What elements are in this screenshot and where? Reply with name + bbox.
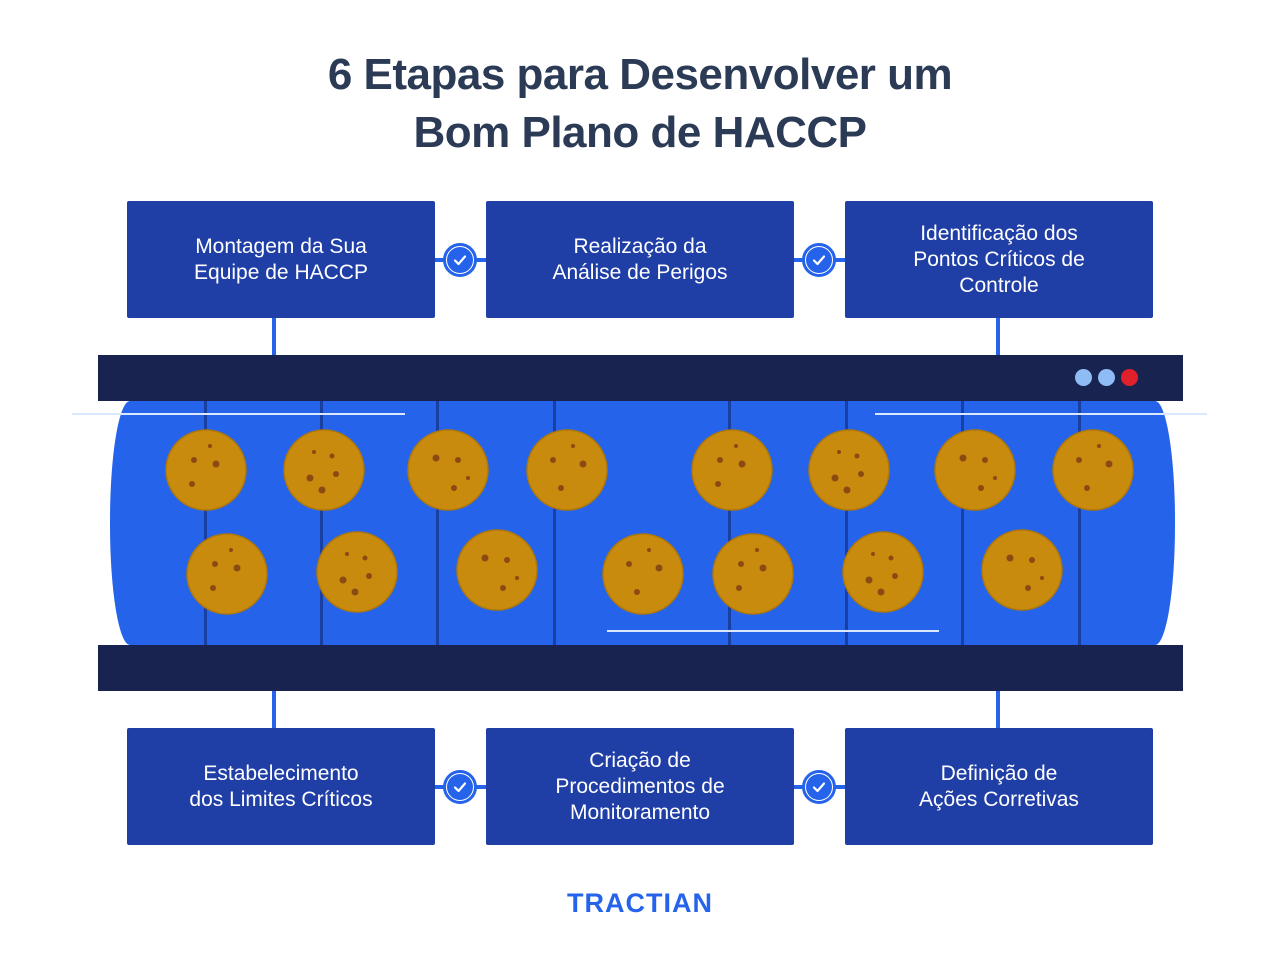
belt-slat-line [961, 401, 964, 645]
step-label-2: Realização da Análise de Perigos [552, 234, 728, 284]
title-line-1: 6 Etapas para Desenvolver um [327, 50, 953, 99]
conveyor-top-bar [98, 355, 1183, 401]
conveyor-bottom-bar [98, 645, 1183, 691]
connector-step-1 [272, 318, 276, 355]
check-circle-icon [443, 243, 477, 277]
page-title: 6 Etapas para Desenvolver um Bom Plano d… [0, 46, 1280, 162]
connector-step-4 [272, 691, 276, 728]
tractian-logo: TRACTIAN [567, 888, 713, 918]
step-label-3: Identificação dos Pontos Críticos de Con… [913, 221, 1085, 297]
connector-step-3 [996, 318, 1000, 355]
title-line-2: Bom Plano de HACCP [413, 108, 867, 157]
shine-line [72, 413, 405, 415]
check-circle-icon [802, 243, 836, 277]
step-box-4: Estabelecimento dos Limites Críticos [127, 728, 435, 845]
belt-slat-line [436, 401, 439, 645]
step-label-5: Criação de Procedimentos de Monitorament… [555, 748, 725, 824]
belt-slat-line [1078, 401, 1081, 645]
belt-slat-line [204, 401, 207, 645]
step-box-2: Realização da Análise de Perigos [486, 201, 794, 318]
window-dot-icon [1075, 369, 1092, 386]
step-label-4: Estabelecimento dos Limites Críticos [189, 761, 373, 811]
check-circle-icon [443, 770, 477, 804]
step-box-5: Criação de Procedimentos de Monitorament… [486, 728, 794, 845]
step-label-1: Montagem da Sua Equipe de HACCP [194, 234, 368, 284]
belt-slat-line [553, 401, 556, 645]
step-label-6: Definição de Ações Corretivas [919, 761, 1079, 811]
step-box-6: Definição de Ações Corretivas [845, 728, 1153, 845]
belt-slat-line [728, 401, 731, 645]
window-dot-icon [1121, 369, 1138, 386]
belt-slat-line [845, 401, 848, 645]
window-dot-icon [1098, 369, 1115, 386]
shine-line [607, 630, 939, 632]
connector-step-6 [996, 691, 1000, 728]
check-circle-icon [802, 770, 836, 804]
belt-slat-line [320, 401, 323, 645]
conveyor-belt [110, 401, 1175, 645]
shine-line [875, 413, 1207, 415]
step-box-1: Montagem da Sua Equipe de HACCP [127, 201, 435, 318]
step-box-3: Identificação dos Pontos Críticos de Con… [845, 201, 1153, 318]
